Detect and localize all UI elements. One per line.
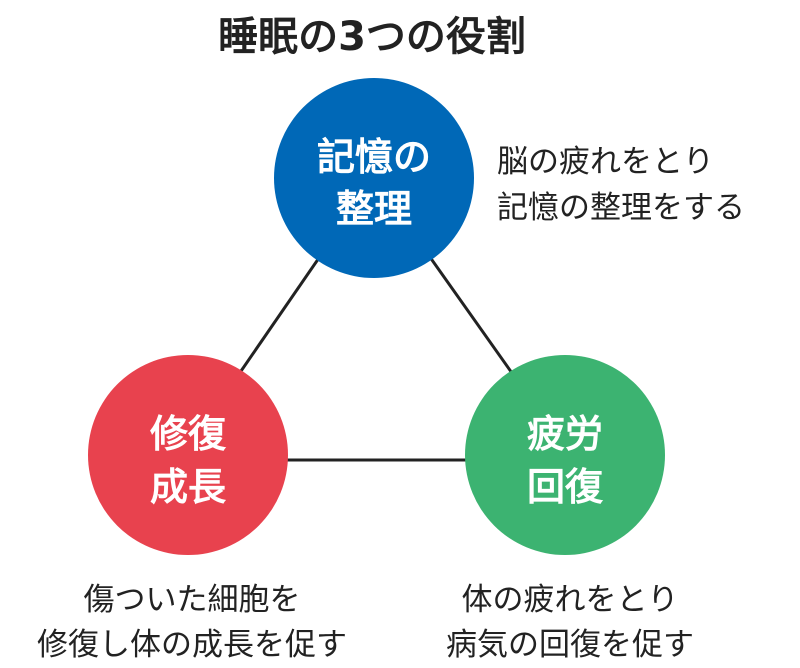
recovery-desc-line2: 病気の回復を促す xyxy=(446,627,694,663)
recovery-description: 体の疲れをとり 病気の回復を促す xyxy=(446,582,694,663)
memory-desc-line2: 記憶の整理をする xyxy=(497,190,745,226)
node-recovery: 疲労 回復 xyxy=(465,355,665,555)
growth-desc-line2: 修復し体の成長を促す xyxy=(37,627,347,663)
growth-label-line2: 成長 xyxy=(150,465,227,509)
growth-label-line1: 修復 xyxy=(150,412,227,456)
recovery-desc-line1: 体の疲れをとり xyxy=(462,582,679,618)
growth-desc-line1: 傷ついた細胞を xyxy=(84,582,301,618)
recovery-label-line1: 疲労 xyxy=(527,412,603,456)
growth-circle xyxy=(88,355,288,555)
memory-circle xyxy=(274,78,474,278)
growth-description: 傷ついた細胞を 修復し体の成長を促す xyxy=(37,582,347,663)
diagram-title: 睡眠の3つの役割 xyxy=(218,14,526,60)
recovery-circle xyxy=(465,355,665,555)
memory-desc-line1: 脳の疲れをとり xyxy=(497,144,714,180)
recovery-label-line2: 回復 xyxy=(527,465,604,509)
memory-label-line1: 記憶の xyxy=(317,135,431,179)
node-memory: 記憶の 整理 xyxy=(274,78,474,278)
memory-label-line2: 整理 xyxy=(336,187,412,231)
node-growth: 修復 成長 xyxy=(88,355,288,555)
memory-description: 脳の疲れをとり 記憶の整理をする xyxy=(497,144,745,226)
